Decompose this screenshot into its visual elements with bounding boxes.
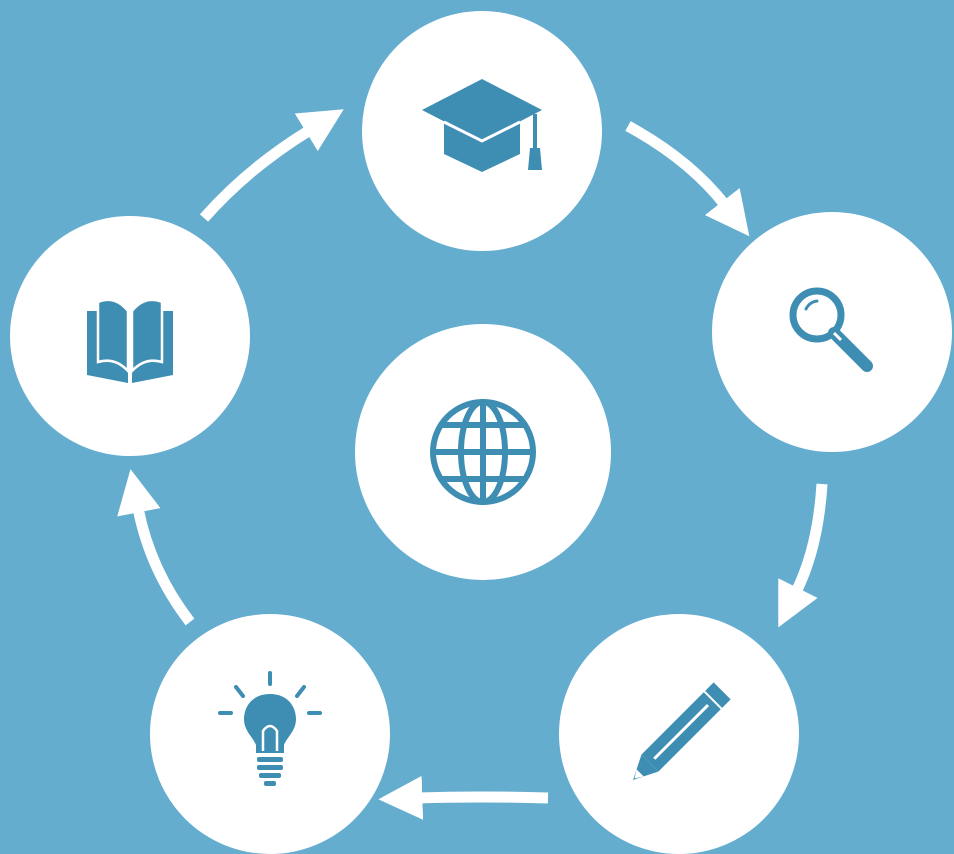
lightbulb-icon [218, 671, 322, 786]
arrow-book-to-cap [199, 109, 344, 222]
magnifier-icon [789, 287, 873, 372]
arrow-search-to-pencil [778, 483, 828, 628]
cycle-node-book [10, 216, 250, 456]
arrow-pencil-to-bulb [378, 775, 549, 820]
arrow-bulb-to-book [117, 469, 195, 626]
cycle-node-graduation [362, 11, 602, 251]
globe-icon [430, 399, 536, 505]
cycle-node-search [712, 212, 952, 452]
arrow-cap-to-search [625, 121, 750, 237]
open-book-icon [87, 298, 173, 383]
cycle-node-pencil [559, 614, 799, 854]
cycle-node-idea [150, 614, 390, 854]
pencil-icon [633, 682, 731, 780]
graduation-cap-icon [422, 79, 542, 172]
center-node-globe [355, 324, 611, 580]
